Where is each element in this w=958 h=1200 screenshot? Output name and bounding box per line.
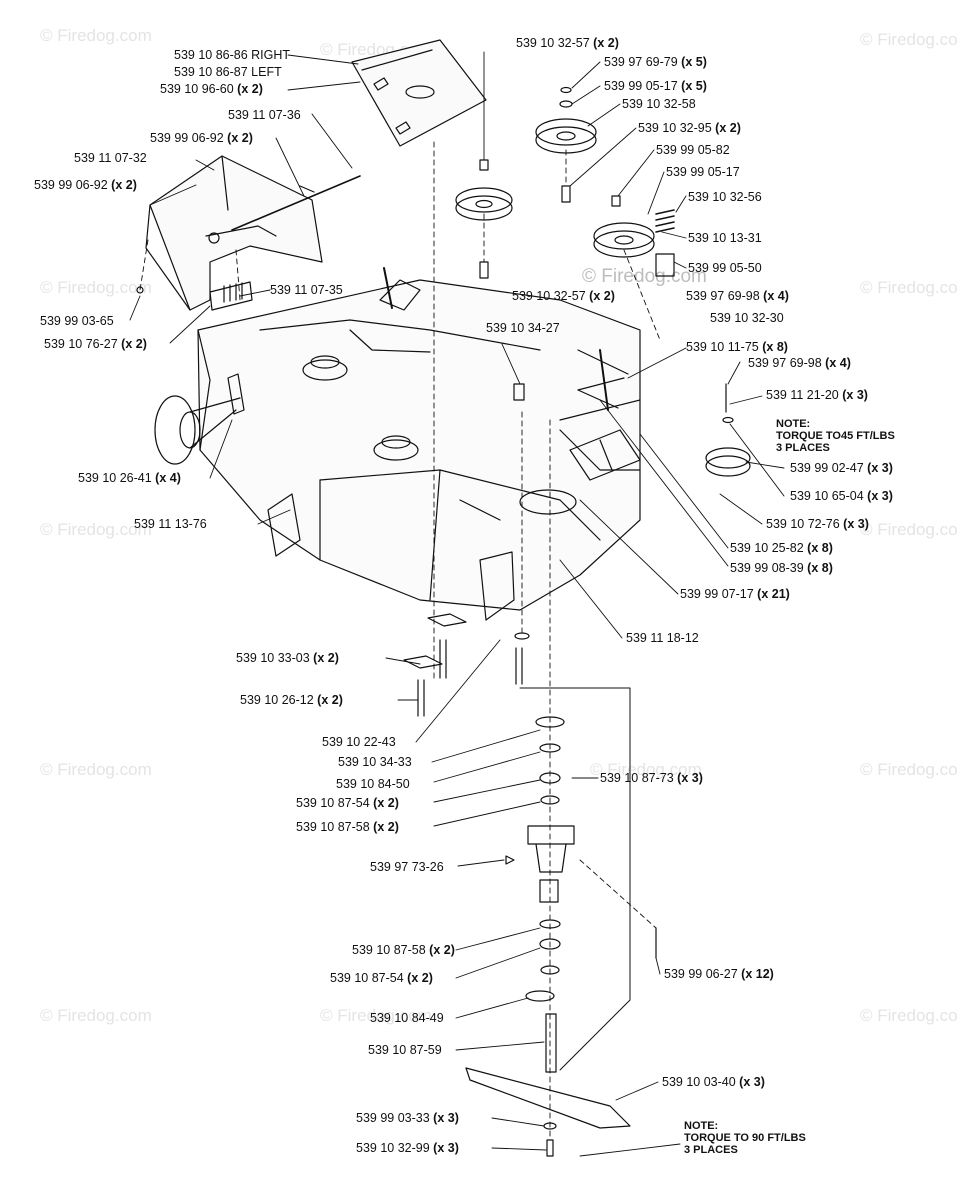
chute-spring-shape	[209, 281, 253, 311]
part-label: 539 10 72-76 (x 3)	[766, 517, 869, 531]
part-label: 539 99 05-17	[666, 165, 740, 179]
part-label: 539 10 32-30	[710, 311, 784, 325]
watermark: © Firedog.com	[320, 1006, 432, 1025]
part-label: 539 10 32-99 (x 3)	[356, 1141, 459, 1155]
part-label: 539 10 84-49	[370, 1011, 444, 1025]
part-label: 539 10 34-33	[338, 755, 412, 769]
torque-note-top: NOTE: TORQUE TO45 FT/LBS 3 PLACES	[776, 418, 895, 454]
anti-scalp-wheel-shape	[154, 373, 245, 465]
part-label: 539 10 11-75 (x 8)	[686, 340, 788, 354]
part-label: 539 10 87-58 (x 2)	[352, 943, 455, 957]
watermark: © Firedog.com	[590, 760, 702, 779]
part-label: 539 10 32-57 (x 2)	[516, 36, 619, 50]
part-label: 539 10 86-87 LEFT	[174, 65, 282, 79]
belt-cover-shape	[351, 39, 487, 147]
watermark-center: © Firedog.com	[582, 266, 707, 287]
idler-bracket-shape	[379, 267, 625, 411]
part-label: 539 11 13-76	[134, 517, 207, 531]
part-label: 539 97 73-26	[370, 860, 444, 874]
watermark: © Firedog.com	[40, 278, 152, 297]
part-label: 539 10 32-58	[622, 97, 696, 111]
part-label: 539 99 03-65	[40, 314, 114, 328]
part-label: 539 99 06-92 (x 2)	[150, 131, 253, 145]
part-label: 539 97 69-98 (x 4)	[748, 356, 851, 370]
frame-lines	[519, 687, 631, 1071]
watermark: © Firedog.com	[40, 1006, 152, 1025]
watermark: © Firedog.com	[860, 278, 958, 297]
part-label: 539 99 06-27 (x 12)	[664, 967, 774, 981]
watermark: © Firedog.com	[860, 520, 958, 539]
leader-lines	[129, 51, 785, 1157]
part-label: 539 10 26-12 (x 2)	[240, 693, 343, 707]
part-label: 539 10 34-27	[486, 321, 560, 335]
part-label: 539 11 07-32	[74, 151, 147, 165]
part-label: 539 10 84-50	[336, 777, 410, 791]
mower-deck-shape	[197, 279, 641, 621]
part-label: 539 10 87-59	[368, 1043, 442, 1057]
part-label: 539 99 05-82	[656, 143, 730, 157]
torque-note-bottom: NOTE: TORQUE TO 90 FT/LBS 3 PLACES	[684, 1120, 806, 1156]
part-label: 539 10 32-57 (x 2)	[512, 289, 615, 303]
part-label: 539 99 02-47 (x 3)	[790, 461, 893, 475]
part-label: 539 97 69-98 (x 4)	[686, 289, 789, 303]
pulley-shapes	[455, 118, 751, 477]
part-label: 539 10 03-40 (x 3)	[662, 1075, 765, 1089]
part-label: 539 10 13-31	[688, 231, 762, 245]
part-label: 539 97 69-79 (x 5)	[604, 55, 707, 69]
part-label: 539 99 05-50	[688, 261, 762, 275]
hardware-shapes	[403, 86, 734, 717]
part-label: 539 10 32-56	[688, 190, 762, 204]
part-label: 539 11 18-12	[626, 631, 699, 645]
part-label: 539 11 07-35	[270, 283, 343, 297]
part-label: 539 10 87-54 (x 2)	[296, 796, 399, 810]
part-label: 539 99 05-17 (x 5)	[604, 79, 707, 93]
part-label: 539 99 06-92 (x 2)	[34, 178, 137, 192]
part-label: 539 10 96-60 (x 2)	[160, 82, 263, 96]
part-label: 539 11 21-20 (x 3)	[766, 388, 868, 402]
part-label: 539 10 26-41 (x 4)	[78, 471, 181, 485]
part-label: 539 99 08-39 (x 8)	[730, 561, 833, 575]
part-label: 539 10 22-43	[322, 735, 396, 749]
discharge-chute-shape	[136, 155, 361, 311]
watermark: © Firedog.com	[40, 520, 152, 539]
part-label: 539 99 07-17 (x 21)	[680, 587, 790, 601]
part-label: 539 10 32-95 (x 2)	[638, 121, 741, 135]
watermark: © Firedog.com	[860, 30, 958, 49]
part-label: 539 10 25-82 (x 8)	[730, 541, 833, 555]
part-label: 539 10 87-58 (x 2)	[296, 820, 399, 834]
watermark: © Firedog.com	[40, 26, 152, 45]
construction-lines	[139, 141, 661, 1141]
part-label: 539 10 65-04 (x 3)	[790, 489, 893, 503]
part-label: 539 10 33-03 (x 2)	[236, 651, 339, 665]
watermark: © Firedog.com	[860, 1006, 958, 1025]
watermark: © Firedog.com	[860, 760, 958, 779]
part-label: 539 10 76-27 (x 2)	[44, 337, 147, 351]
part-label: 539 99 03-33 (x 3)	[356, 1111, 459, 1125]
watermark: © Firedog.com	[40, 760, 152, 779]
part-label: 539 10 87-54 (x 2)	[330, 971, 433, 985]
part-label: 539 11 07-36	[228, 108, 301, 122]
part-label: 539 10 86-86 RIGHT	[174, 48, 291, 62]
part-label: 539 10 87-73 (x 3)	[600, 771, 703, 785]
